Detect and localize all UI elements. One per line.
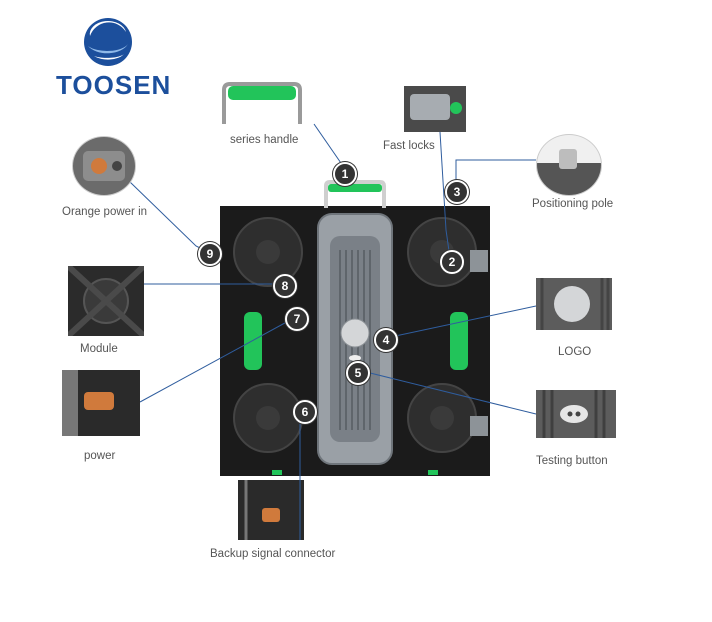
callout-number-2: 2 [440,250,464,274]
testing-button-mark [349,355,361,361]
module-label: Module [80,343,118,355]
power-thumbnail [62,370,140,436]
orange-power-in-thumbnail [72,136,136,196]
callout-number-6: 6 [293,400,317,424]
callout-number-8: 8 [273,274,297,298]
right-green-handle [450,312,468,370]
logo-label: LOGO [558,346,592,358]
logo-disc [340,318,370,348]
orange-power-in-label: Orange power in [62,206,148,218]
series-handle-label: series handle [230,134,299,146]
fast-locks-thumbnail [404,86,466,132]
top-series-handle [324,180,386,208]
brand-name: TOOSEN [56,70,172,100]
callout-number-7: 7 [285,307,309,331]
power-label: power [84,450,116,462]
callout-number-4: 4 [374,328,398,352]
logo-thumbnail [536,278,612,330]
callout-number-5: 5 [346,361,370,385]
callout-number-1: 1 [333,162,357,186]
testing-button-thumbnail [536,390,616,438]
backup-signal-connector-label: Backup signal connector [210,548,336,560]
series-handle-thumbnail [218,80,306,124]
positioning-pole-label: Positioning pole [532,198,614,210]
positioning-pole-thumbnail [536,134,602,196]
fast-locks-label: Fast locks [383,140,435,152]
callout-number-9: 9 [198,242,222,266]
testing-button-label: Testing button [536,455,608,467]
left-green-handle [244,312,262,370]
fast-lock [470,250,488,272]
callout-number-3: 3 [445,180,469,204]
module-thumbnail [68,266,144,336]
